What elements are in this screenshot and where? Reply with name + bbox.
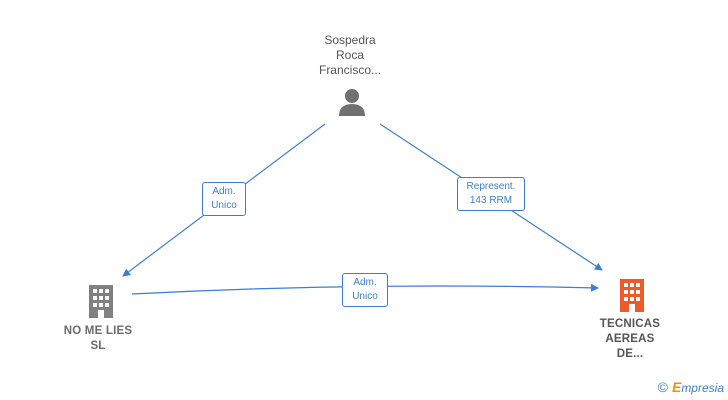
edge-label-line-2: 143 RRM: [469, 195, 513, 206]
person-name-line-3: Francisco...: [318, 63, 381, 77]
company-left-name[interactable]: NO ME LIES SL: [48, 324, 148, 354]
person-name-line-1: Sospedra: [324, 33, 376, 47]
building-icon[interactable]: [86, 284, 116, 318]
edge-label-adm-unico-left[interactable]: Adm. Unico: [202, 182, 246, 216]
company-left-name-line-1: NO ME LIES: [63, 325, 133, 337]
edge-label-represent[interactable]: Represent. 143 RRM: [457, 177, 525, 211]
company-right-name-line-3: DE...: [616, 348, 644, 360]
person-name-line-2: Roca: [335, 48, 364, 62]
copyright-icon: ©: [657, 379, 668, 395]
edge-label-adm-unico-bottom[interactable]: Adm. Unico: [342, 273, 388, 307]
edge-label-line-1: Represent.: [466, 181, 516, 192]
brand-e: E: [671, 379, 682, 395]
person-icon[interactable]: [337, 87, 367, 117]
edge-label-line-1: Adm.: [353, 277, 377, 288]
person-name[interactable]: Sospedra Roca Francisco...: [300, 33, 400, 78]
edge-label-line-1: Adm.: [212, 186, 236, 197]
brand-rest: mpresia: [681, 381, 724, 395]
brand-logo: © Empresia: [658, 379, 724, 395]
building-icon[interactable]: [617, 278, 647, 312]
company-right-name-line-1: TECNICAS: [599, 318, 661, 330]
company-right-name[interactable]: TECNICAS AEREAS DE...: [580, 317, 680, 362]
edge-label-line-2: Unico: [352, 291, 378, 302]
edge-label-line-2: Unico: [211, 200, 237, 211]
company-right-name-line-2: AEREAS: [605, 333, 655, 345]
company-left-name-line-2: SL: [90, 340, 106, 352]
